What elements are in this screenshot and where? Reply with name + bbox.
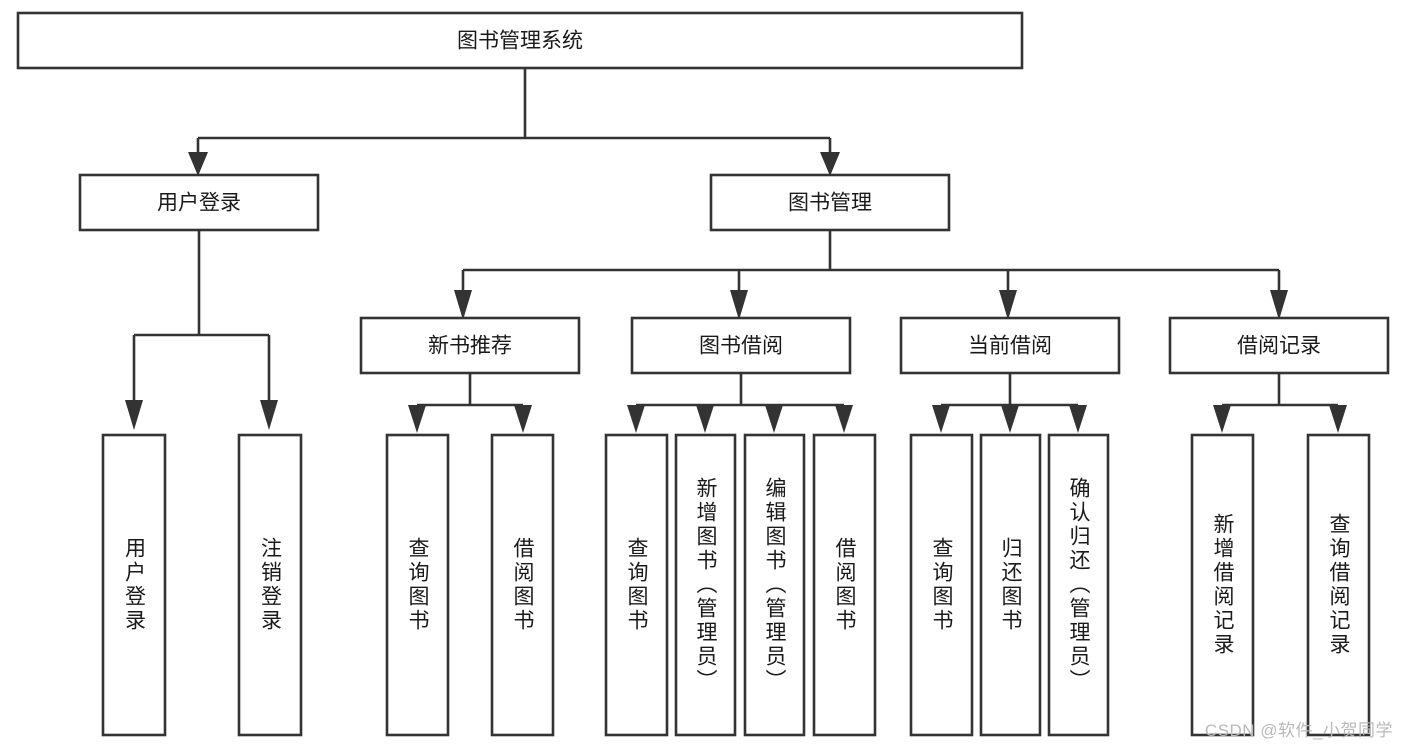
arrow-user-login-leaf2: [260, 400, 278, 430]
arrow-book-borrow-leaf2: [696, 405, 714, 433]
watermark-text: CSDN @软件_小贺同学: [1204, 721, 1393, 740]
node-book-borrow[interactable]: 图书借阅: [630, 316, 852, 375]
leaf-box-current-borrow-2[interactable]: [979, 433, 1042, 737]
leaf-box-borrow-record-1[interactable]: [1190, 433, 1255, 737]
leaf-box-book-borrow-2[interactable]: [674, 433, 737, 737]
node-current-borrow[interactable]: 当前借阅: [899, 316, 1121, 375]
new-book-recommend-box[interactable]: [359, 316, 581, 375]
borrow-record-label: 借阅记录: [1237, 335, 1321, 358]
node-new-book-recommend[interactable]: 新书推荐: [359, 316, 581, 375]
arrow-to-user-login: [188, 152, 208, 176]
root-box[interactable]: [16, 11, 1024, 70]
root-label: 图书管理系统: [457, 30, 583, 53]
user-login-label: 用户登录: [157, 192, 241, 215]
node-root[interactable]: 图书管理系统: [16, 11, 1024, 70]
leaf-box-book-borrow-4[interactable]: [812, 433, 877, 737]
leaf-box-borrow-record-2[interactable]: [1306, 433, 1371, 737]
borrow-record-box[interactable]: [1168, 316, 1390, 375]
current-borrow-box[interactable]: [899, 316, 1121, 375]
leaf-box-current-borrow-3[interactable]: [1047, 433, 1110, 737]
arrow-book-borrow-leaf3: [765, 405, 783, 433]
current-borrow-label: 当前借阅: [968, 335, 1052, 358]
arrow-current-borrow-leaf2: [1001, 405, 1019, 433]
arrow-current-borrow-leaf1: [932, 405, 950, 433]
arrow-borrow-record-leaf1: [1213, 405, 1231, 433]
arrow-current-borrow-leaf3: [1069, 405, 1087, 433]
node-user-login[interactable]: 用户登录: [78, 173, 320, 232]
node-book-manage[interactable]: 图书管理: [709, 173, 951, 232]
book-borrow-box[interactable]: [630, 316, 852, 375]
book-manage-label: 图书管理: [788, 192, 872, 215]
arrow-to-new-book: [454, 290, 472, 320]
arrow-to-book-manage: [820, 152, 840, 176]
leaf-box-new-book-2[interactable]: [490, 433, 555, 737]
arrow-to-book-borrow: [730, 290, 748, 320]
leaf-box-book-borrow-3[interactable]: [743, 433, 806, 737]
arrow-to-current-borrow: [999, 290, 1017, 320]
arrow-book-borrow-leaf4: [835, 405, 853, 433]
arrow-borrow-record-leaf2: [1329, 405, 1347, 433]
leaf-box-current-borrow-1[interactable]: [909, 433, 974, 737]
leaf-box-new-book-1[interactable]: [385, 433, 450, 737]
leaf-box-user-login-2[interactable]: [237, 433, 303, 737]
new-book-recommend-label: 新书推荐: [428, 335, 512, 358]
leaf-box-book-borrow-1[interactable]: [604, 433, 669, 737]
arrow-to-borrow-record: [1270, 290, 1288, 320]
arrow-new-book-leaf2: [514, 405, 532, 433]
arrow-user-login-leaf1: [125, 400, 143, 430]
book-borrow-label: 图书借阅: [699, 335, 783, 358]
arrow-new-book-leaf1: [408, 405, 426, 433]
leaf-box-user-login-1[interactable]: [101, 433, 167, 737]
arrow-book-borrow-leaf1: [627, 405, 645, 433]
node-borrow-record[interactable]: 借阅记录: [1168, 316, 1390, 375]
book-manage-box[interactable]: [709, 173, 951, 232]
